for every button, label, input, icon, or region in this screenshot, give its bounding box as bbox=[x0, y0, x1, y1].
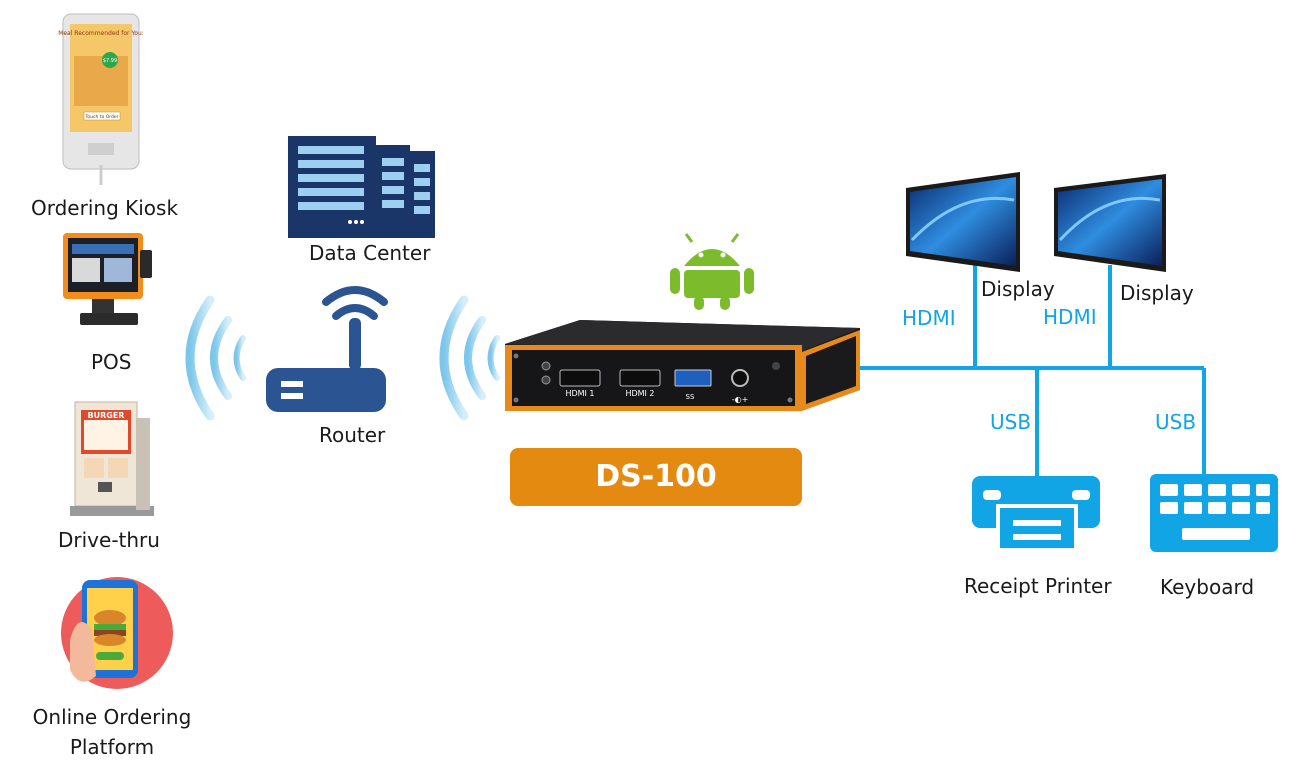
online-ordering-phone-icon bbox=[61, 577, 173, 689]
display-1-link-label: HDMI bbox=[902, 306, 956, 330]
drive-thru-sign-text: BURGER bbox=[88, 411, 125, 420]
drive-thru-menu-icon bbox=[70, 401, 154, 516]
port-label-hdmi2: HDMI 2 bbox=[625, 389, 654, 398]
data-center-label: Data Center bbox=[309, 241, 431, 265]
display-2-label: Display bbox=[1120, 281, 1194, 305]
receipt-printer-icon bbox=[972, 476, 1100, 552]
ordering-kiosk-label: Ordering Kiosk bbox=[31, 196, 179, 220]
port-label-hdmi1: HDMI 1 bbox=[565, 389, 594, 398]
ds100-badge: DS-100 bbox=[510, 448, 802, 506]
connection-lines bbox=[860, 265, 1206, 478]
ordering-kiosk-icon bbox=[62, 13, 140, 185]
online-ordering-label-line1: Online Ordering bbox=[32, 705, 192, 729]
receipt-printer-label: Receipt Printer bbox=[964, 574, 1112, 598]
pos-label: POS bbox=[91, 350, 132, 374]
online-ordering-label: Online Ordering Platform bbox=[20, 702, 204, 762]
router-wifi-waves-icon bbox=[185, 295, 246, 421]
online-ordering-label-line2: Platform bbox=[69, 735, 155, 759]
display-2-icon bbox=[1054, 174, 1166, 272]
port-label-power: -◐+ bbox=[732, 395, 749, 404]
keyboard-link-label: USB bbox=[1155, 410, 1197, 434]
drive-thru-label: Drive-thru bbox=[58, 528, 160, 552]
data-center-icon bbox=[288, 136, 435, 238]
kiosk-price-tag: $7.99 bbox=[103, 58, 117, 64]
display-2-link-label: HDMI bbox=[1043, 305, 1097, 329]
printer-link-label: USB bbox=[990, 410, 1032, 434]
keyboard-icon bbox=[1150, 474, 1278, 552]
kiosk-screen-button: Touch to Order bbox=[84, 114, 118, 120]
display-1-icon bbox=[906, 172, 1020, 272]
router-icon bbox=[266, 286, 388, 412]
port-label-usb: SS bbox=[686, 393, 695, 401]
kiosk-screen-title: Meal Recommended for You: bbox=[58, 30, 144, 37]
pos-terminal-icon bbox=[63, 233, 152, 325]
ds100-wifi-waves-icon bbox=[439, 295, 500, 421]
keyboard-label: Keyboard bbox=[1160, 575, 1255, 599]
ds100-device-icon bbox=[505, 320, 860, 411]
display-1-label: Display bbox=[981, 277, 1055, 301]
android-icon bbox=[670, 233, 754, 310]
router-label: Router bbox=[319, 423, 386, 447]
